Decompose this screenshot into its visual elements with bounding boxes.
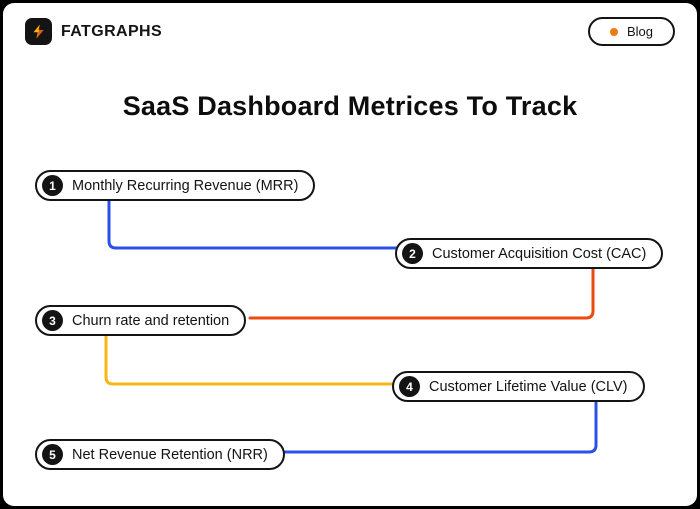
metric-number-badge: 1 [42, 175, 63, 196]
page-title: SaaS Dashboard Metrices To Track [122, 91, 578, 121]
connector-cac-to-churn [248, 265, 595, 320]
metric-pill-clv[interactable]: 4 Customer Lifetime Value (CLV) [392, 371, 645, 402]
blog-button[interactable]: Blog [587, 17, 675, 46]
metric-pill-churn[interactable]: 3 Churn rate and retention [35, 305, 247, 336]
connector-mrr-to-cac [107, 197, 400, 250]
connector-clv-to-nrr [277, 398, 598, 454]
connector-lines [104, 197, 598, 454]
header: FATGRAPHS Blog [25, 17, 675, 46]
connector-churn-to-clv [104, 332, 397, 386]
metric-label: Net Revenue Retention (NRR) [72, 446, 268, 463]
metric-label: Customer Acquisition Cost (CAC) [432, 245, 647, 262]
metric-number-badge: 4 [399, 376, 420, 397]
infographic-page: FATGRAPHS Blog SaaS Dashboard Metrices T… [3, 3, 697, 506]
brand-name: FATGRAPHS [61, 22, 163, 40]
metric-pill-cac[interactable]: 2 Customer Acquisition Cost (CAC) [395, 238, 664, 269]
metric-label: Churn rate and retention [72, 312, 230, 329]
metric-number-badge: 5 [42, 444, 63, 465]
metric-pill-nrr[interactable]: 5 Net Revenue Retention (NRR) [35, 439, 285, 470]
metric-number-badge: 2 [402, 243, 423, 264]
metric-label: Customer Lifetime Value (CLV) [429, 378, 628, 395]
fatgraphs-logo-icon [25, 18, 52, 45]
metric-pill-mrr[interactable]: 1 Monthly Recurring Revenue (MRR) [35, 170, 316, 201]
brand[interactable]: FATGRAPHS [25, 18, 162, 45]
blog-button-label: Blog [626, 24, 653, 39]
metric-number-badge: 3 [42, 310, 63, 331]
blog-dot-icon [609, 27, 618, 36]
metric-label: Monthly Recurring Revenue (MRR) [72, 177, 299, 194]
